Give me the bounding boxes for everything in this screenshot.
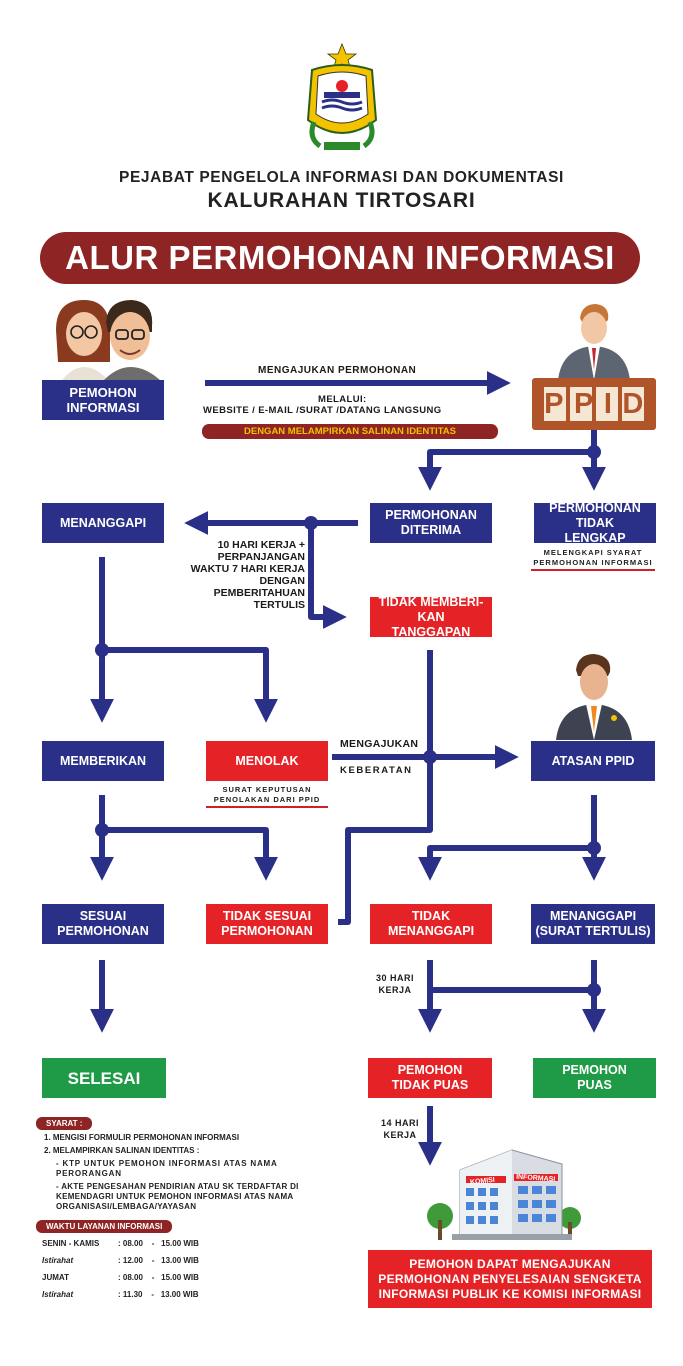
- ppid-desk: [532, 378, 656, 430]
- layanan-time-1: : 12.00 - 13.00 WIB: [118, 1256, 199, 1265]
- node-tidak-memberikan-tanggapan: TIDAK MEMBERI-KAN TANGGAPAN: [370, 595, 492, 639]
- note-surat-keputusan: SURAT KEPUTUSAN PENOLAKAN DARI PPID: [206, 785, 328, 808]
- label-lampiran: DENGAN MELAMPIRKAN SALINAN IDENTITAS: [202, 424, 498, 439]
- node-final-komisi-informasi: PEMOHON DAPAT MENGAJUKAN PERMOHONAN PENY…: [368, 1250, 652, 1308]
- layanan-day-1: Istirahat: [42, 1256, 74, 1265]
- note-melengkapi: MELENGKAPI SYARAT PERMOHONAN INFORMASI: [531, 548, 655, 571]
- label-mengajukan-keberatan-1: MENGAJUKAN: [340, 738, 419, 750]
- node-permohonan-tidak-lengkap: PERMOHONAN TIDAK LENGKAP: [534, 501, 656, 545]
- layanan-day-2: JUMAT: [42, 1273, 69, 1282]
- layanan-day-3: Istirahat: [42, 1290, 74, 1299]
- node-menolak: MENOLAK: [206, 741, 328, 781]
- applicants-illustration: [56, 300, 160, 380]
- syarat-item-2: 2. MELAMPIRKAN SALINAN IDENTITAS :: [44, 1146, 200, 1155]
- label-30-hari: 30 HARI KERJA: [375, 973, 414, 995]
- label-mengajukan: MENGAJUKAN PERMOHONAN: [258, 365, 417, 376]
- node-pemohon-puas: PEMOHON PUAS: [533, 1058, 656, 1098]
- label-melalui: MELALUI:: [318, 394, 367, 405]
- header-line2: KALURAHAN TIRTOSARI: [207, 189, 476, 212]
- ppid-sign: PPID: [544, 388, 654, 420]
- node-pemohon-tidak-puas: PEMOHON TIDAK PUAS: [368, 1058, 492, 1098]
- node-permohonan-diterima: PERMOHONAN DITERIMA: [370, 503, 492, 543]
- komisi-building-illustration: [427, 1149, 581, 1240]
- node-tidak-menanggapi: TIDAK MENANGGAPI: [370, 904, 492, 944]
- node-menanggapi: MENANGGAPI: [42, 503, 164, 543]
- atasan-ppid-illustration: [556, 654, 632, 740]
- node-memberikan: MEMBERIKAN: [42, 741, 164, 781]
- kalurahan-logo: [306, 42, 378, 150]
- layanan-time-2: : 08.00 - 15.00 WIB: [118, 1273, 199, 1282]
- page-title-banner: ALUR PERMOHONAN INFORMASI: [40, 232, 640, 284]
- node-pemohon: PEMOHON INFORMASI: [42, 380, 164, 420]
- node-sesuai-permohonan: SESUAI PERMOHONAN: [42, 904, 164, 944]
- syarat-sub-2: - AKTE PENGESAHAN PENDIRIAN ATAU SK TERD…: [56, 1182, 299, 1211]
- syarat-item-1: 1. MENGISI FORMULIR PERMOHONAN INFORMASI: [44, 1133, 240, 1142]
- label-14-hari: 14 HARI KERJA: [380, 1118, 419, 1140]
- label-channels: WEBSITE / E-MAIL /SURAT /DATANG LANGSUNG: [203, 405, 442, 416]
- syarat-sub-1: - KTP UNTUK PEMOHON INFORMASI ATAS NAMA …: [56, 1159, 278, 1178]
- header-line1: PEJABAT PENGELOLA INFORMASI DAN DOKUMENT…: [119, 169, 564, 186]
- label-waktu-kerja: 10 HARI KERJA + PERPANJANGAN WAKTU 7 HAR…: [190, 539, 305, 611]
- layanan-time-0: : 08.00 - 15.00 WIB: [118, 1239, 199, 1248]
- layanan-title: WAKTU LAYANAN INFORMASI: [36, 1220, 173, 1233]
- node-menanggapi-surat-tertulis: MENANGGAPI (SURAT TERTULIS): [531, 904, 655, 944]
- ppid-officer-illustration: [558, 304, 630, 380]
- node-atasan-ppid: ATASAN PPID: [531, 741, 655, 781]
- label-mengajukan-keberatan-2: KEBERATAN: [340, 765, 413, 776]
- syarat-title: SYARAT :: [36, 1117, 93, 1130]
- node-tidak-sesuai-permohonan: TIDAK SESUAI PERMOHONAN: [206, 904, 328, 944]
- layanan-day-0: SENIN - KAMIS: [42, 1239, 100, 1248]
- layanan-time-3: : 11.30 - 13.00 WIB: [118, 1290, 199, 1299]
- node-selesai: SELESAI: [42, 1058, 166, 1098]
